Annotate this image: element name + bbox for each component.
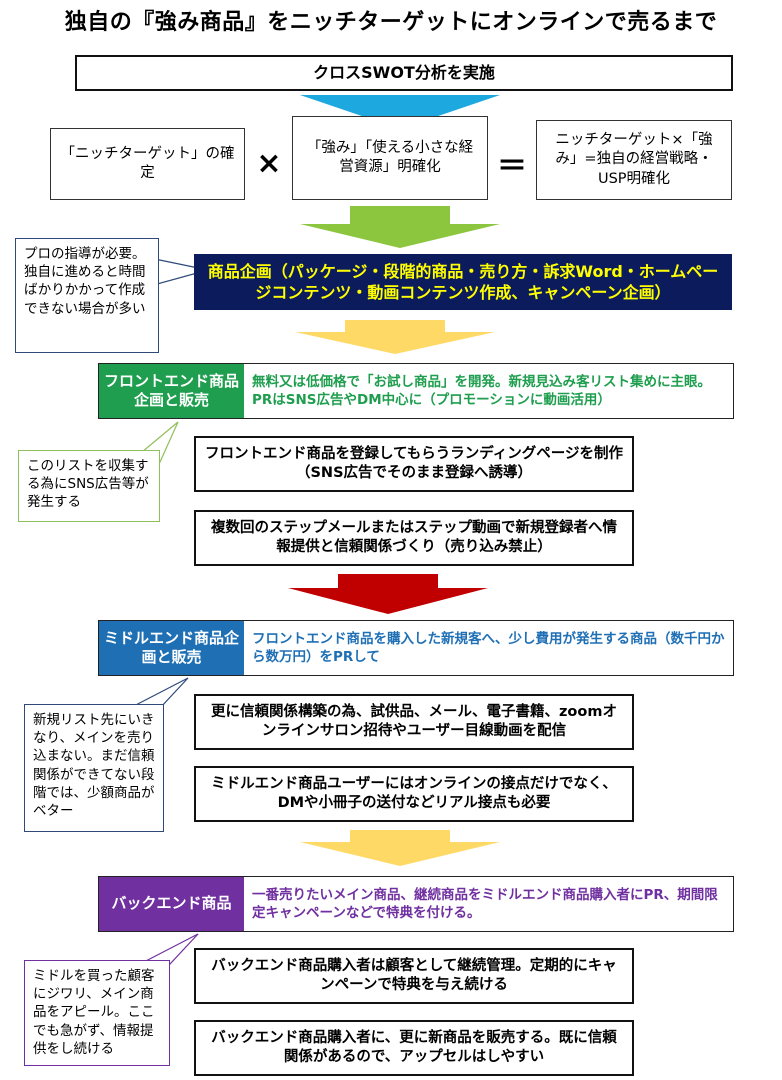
front-step-2: 複数回のステップメールまたはステップ動画で新規登録者へ情報提供と信頼関係づくり（… <box>194 510 634 566</box>
middle-step-1: 更に信頼関係構築の為、試供品、メール、電子書籍、zoomオンラインサロン招待やユ… <box>194 694 634 750</box>
callout-front-list: このリストを収集する為にSNS広告等が発生する <box>18 450 160 522</box>
callout-back-appeal: ミドルを買った顧客にジワリ、メイン商品をアピール。ここでも急がず、情報提供をし続… <box>24 960 170 1066</box>
back-step-2: バックエンド商品購入者に、更に新商品を販売する。既に信頼関係があるので、アップセ… <box>194 1020 634 1076</box>
swot-text: クロスSWOT分析を実施 <box>313 63 495 83</box>
middle-step-2: ミドルエンド商品ユーザーにはオンラインの接点だけでなく、DMや小冊子の送付などリ… <box>194 766 634 822</box>
back-step-1: バックエンド商品購入者は顧客として継続管理。定期的にキャンペーンで特典を与え続け… <box>194 948 634 1004</box>
front-end-row: フロントエンド商品企画と販売 無料又は低価格で「お試し商品」を開発。新規見込み客… <box>98 363 734 419</box>
strategy-text: ニッチターゲット×「強み」=独自の経営戦略・USP明確化 <box>555 132 713 187</box>
niche-confirm-text: 「ニッチターゲット」の確定 <box>60 145 235 181</box>
front-end-label: フロントエンド商品企画と販売 <box>99 364 244 418</box>
equals-icon: ＝ <box>497 149 527 184</box>
front-end-desc: 無料又は低価格で「お試し商品」を開発。新規見込み客リスト集めに主眼。PRはSNS… <box>252 373 711 408</box>
back-end-desc: 一番売りたいメイン商品、継続商品をミドルエンド商品購入者にPR、期間限定キャンペ… <box>252 886 718 921</box>
strength-clarify-box: 「強み」「使える小さな経営資源」明確化 <box>292 116 488 200</box>
middle-end-desc: フロントエンド商品を購入した新規客へ、少し費用が発生する商品（数千円から数万円）… <box>252 630 725 665</box>
callout-middle-trust: 新規リスト先にいきなり、メインを売り込まない。まだ信頼関係ができてない段階では、… <box>24 704 164 832</box>
back-end-row: バックエンド商品 一番売りたいメイン商品、継続商品をミドルエンド商品購入者にPR… <box>98 876 734 932</box>
swot-box: クロスSWOT分析を実施 <box>75 55 733 91</box>
arrow-down-icon <box>300 830 500 866</box>
front-step-1: フロントエンド商品を登録してもらうランディングページを制作（SNS広告でそのまま… <box>194 436 634 492</box>
product-plan-text: 商品企画（パッケージ・段階的商品・売り方・訴求Word・ホームページコンテンツ・… <box>207 261 719 302</box>
back-end-label: バックエンド商品 <box>99 877 244 931</box>
strategy-box: ニッチターゲット×「強み」=独自の経営戦略・USP明確化 <box>536 120 732 200</box>
niche-confirm-box: 「ニッチターゲット」の確定 <box>50 128 245 200</box>
arrow-down-icon <box>300 95 500 129</box>
middle-end-row: ミドルエンド商品企画と販売 フロントエンド商品を購入した新規客へ、少し費用が発生… <box>98 620 734 676</box>
middle-end-label: ミドルエンド商品企画と販売 <box>99 621 244 675</box>
callout-pro-guidance: プロの指導が必要。独自に進めると時間ばかりかかって作成できない場合が多い <box>15 238 159 353</box>
arrow-down-icon <box>295 320 495 354</box>
multiply-icon: × <box>256 145 282 181</box>
product-plan-box: 商品企画（パッケージ・段階的商品・売り方・訴求Word・ホームページコンテンツ・… <box>194 254 732 310</box>
page-title: 独自の『強み商品』をニッチターゲットにオンラインで売るまで <box>64 10 718 35</box>
arrow-down-icon <box>288 574 488 614</box>
strength-clarify-text: 「強み」「使える小さな経営資源」明確化 <box>306 139 474 175</box>
arrow-down-icon <box>300 206 500 248</box>
